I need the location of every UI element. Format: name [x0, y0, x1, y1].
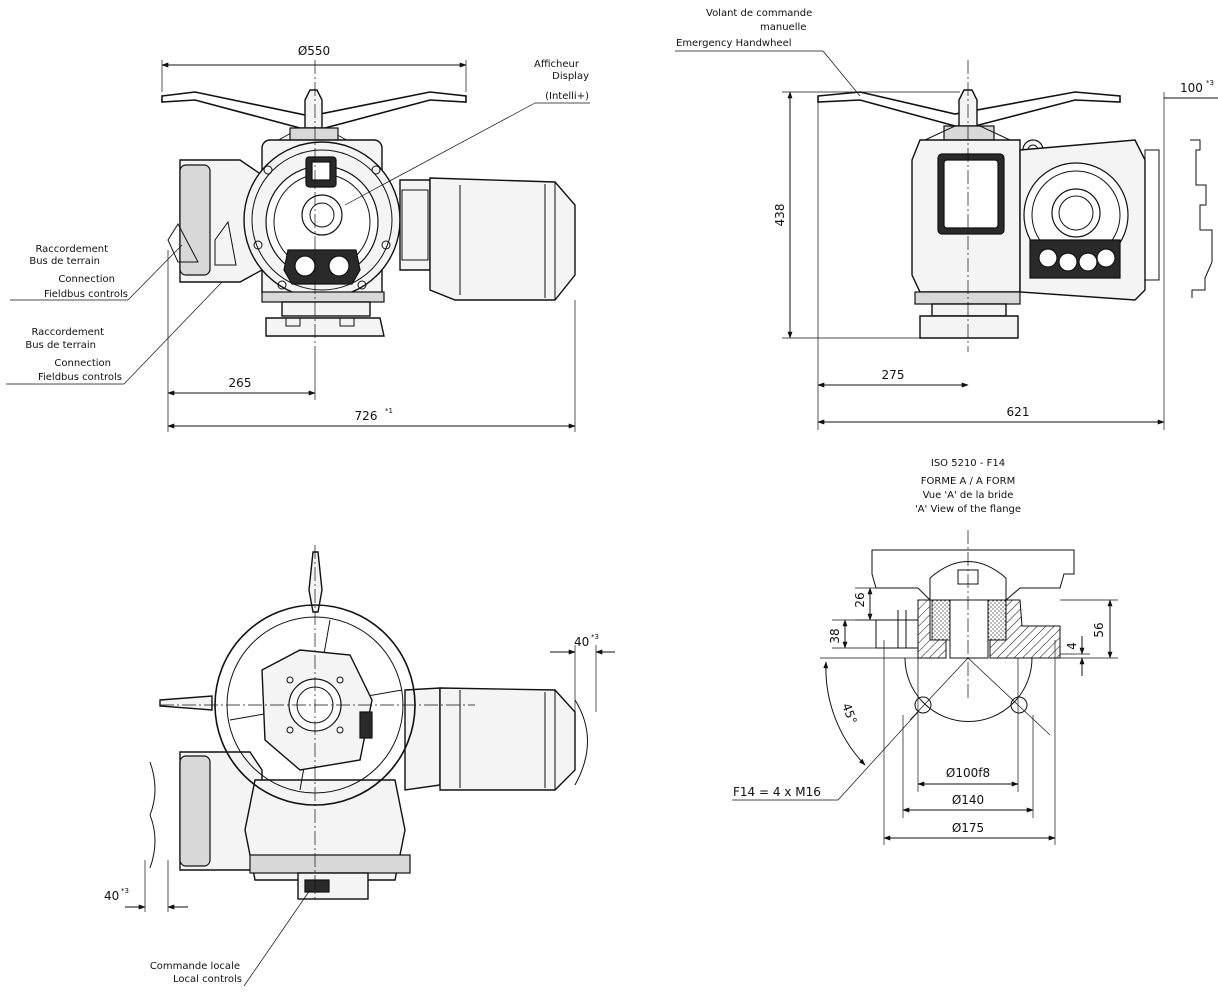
- dim-38: 38: [820, 619, 918, 659]
- dim-pilot-diameter: Ø100f8: [917, 658, 1019, 792]
- label-line: Raccordement: [35, 244, 108, 255]
- title-line: FORME A / A FORM: [921, 476, 1015, 487]
- label-line: manuelle: [760, 22, 806, 33]
- label-line: Connection: [58, 274, 115, 285]
- handwheel-callout: Volant de commande manuelle Emergency Ha…: [675, 8, 861, 97]
- dim-text: 621: [1007, 405, 1030, 419]
- fieldbus-callout-1: Raccordement Bus de terrain Connection F…: [10, 244, 183, 301]
- fieldbus-box-left: [167, 159, 263, 283]
- dim-axis-offset-side: 275: [817, 100, 969, 430]
- local-controls-callout: Commande locale Local controls: [150, 889, 311, 987]
- control-cover-side: [1019, 139, 1160, 301]
- dim-clearance-side: 100 *3: [1164, 79, 1218, 99]
- handwheel-side: [817, 89, 1121, 141]
- bolt-callout: F14 = 4 x M16: [732, 711, 919, 801]
- dim-4: 4: [1060, 636, 1090, 676]
- dim-total-width-side: 621: [817, 92, 1165, 430]
- flange-title: ISO 5210 - F14 FORME A / A FORM Vue 'A' …: [915, 458, 1021, 515]
- motor-front: [399, 177, 576, 301]
- handwheel-knob-left: [159, 695, 213, 711]
- handwheel-knob-top: [308, 551, 323, 613]
- title-line: Vue 'A' de la bride: [923, 490, 1014, 501]
- handwheel-front: [161, 89, 467, 143]
- top-view: 40 *3 40 *3 Commande locale Local contro…: [104, 545, 615, 987]
- title-line: ISO 5210 - F14: [931, 458, 1005, 469]
- fieldbus-callout-2: Raccordement Bus de terrain Connection F…: [6, 281, 223, 385]
- dim-text: 38: [828, 628, 842, 643]
- dim-note: *3: [121, 887, 129, 895]
- label-line: Connection: [54, 358, 111, 369]
- housing-outline: [871, 549, 1075, 601]
- label-line: Raccordement: [31, 327, 104, 338]
- clearance-profile: [1190, 139, 1213, 298]
- dim-text: 40: [104, 889, 119, 903]
- dim-height-side: 438: [773, 91, 960, 339]
- dim-text: Ø550: [298, 44, 330, 58]
- label-line: Bus de terrain: [25, 340, 96, 351]
- base-flange-side: [914, 291, 1021, 339]
- motor-top: [404, 687, 588, 791]
- dim-outer-diameter: Ø175: [883, 640, 1056, 845]
- label-line: Fieldbus controls: [44, 289, 128, 300]
- bolt-label: F14 = 4 x M16: [733, 785, 821, 799]
- dim-text: 265: [229, 376, 252, 390]
- base-flange-front: [261, 291, 385, 337]
- label-line: Bus de terrain: [29, 256, 100, 267]
- label-line: (Intelli+): [545, 91, 589, 102]
- dim-text: 56: [1092, 622, 1106, 637]
- drive-bush-left: [931, 599, 951, 641]
- dim-text: 100: [1180, 81, 1203, 95]
- dim-clearance-left-top: 40 *3: [104, 860, 188, 912]
- label-line: Local controls: [173, 974, 242, 985]
- lower-body-top: [244, 779, 411, 900]
- drive-bush-top: [929, 561, 1007, 601]
- dim-text: Ø140: [952, 793, 984, 807]
- bolt-hole-right: [1010, 696, 1028, 714]
- dim-total-width-front: 726 *1: [167, 300, 576, 432]
- label-line: Display: [552, 71, 589, 82]
- dim-text: Ø175: [952, 821, 984, 835]
- dim-56: 56: [1060, 599, 1118, 659]
- dim-text: 438: [773, 204, 787, 227]
- bolt-hole-left: [914, 696, 932, 714]
- dim-note: *3: [591, 633, 599, 641]
- dim-note: *3: [1206, 79, 1214, 87]
- dim-note: *1: [385, 407, 393, 415]
- fieldbus-box-top: [149, 751, 263, 871]
- bolt-section: [897, 610, 907, 648]
- label-line: Afficheur: [534, 59, 580, 70]
- dim-axis-offset-front: 265: [167, 250, 316, 432]
- front-view: Ø550 Afficheur Display (Intelli+) Raccor…: [6, 44, 590, 432]
- title-line: 'A' View of the flange: [915, 504, 1021, 515]
- dim-handwheel-diameter: Ø550: [161, 44, 467, 92]
- label-line: Commande locale: [150, 961, 240, 972]
- dim-26: 26: [853, 587, 876, 621]
- dim-text: 726: [355, 409, 378, 423]
- dim-angle: 45°: [823, 661, 866, 766]
- dim-text: 45°: [839, 701, 859, 726]
- label-line: Volant de commande: [706, 8, 812, 19]
- side-view: Volant de commande manuelle Emergency Ha…: [675, 8, 1218, 430]
- dim-text: 40: [574, 635, 589, 649]
- dim-clearance-right-top: 40 *3: [550, 633, 615, 712]
- flange-face-arc: [904, 657, 1033, 722]
- dim-text: 275: [882, 368, 905, 382]
- bore: [949, 599, 989, 659]
- dim-text: 4: [1065, 642, 1079, 650]
- dim-text: 26: [853, 592, 867, 607]
- dim-text: Ø100f8: [946, 766, 990, 780]
- control-cover: [243, 141, 401, 299]
- display-callout: Afficheur Display (Intelli+): [344, 59, 590, 206]
- dim-pcd-diameter: Ø140: [902, 715, 1034, 818]
- label-line: Emergency Handwheel: [676, 38, 792, 49]
- drive-bush-right: [987, 599, 1007, 641]
- spigot-left: [875, 619, 919, 649]
- flange-view: ISO 5210 - F14 FORME A / A FORM Vue 'A' …: [732, 458, 1118, 845]
- label-line: Fieldbus controls: [38, 372, 122, 383]
